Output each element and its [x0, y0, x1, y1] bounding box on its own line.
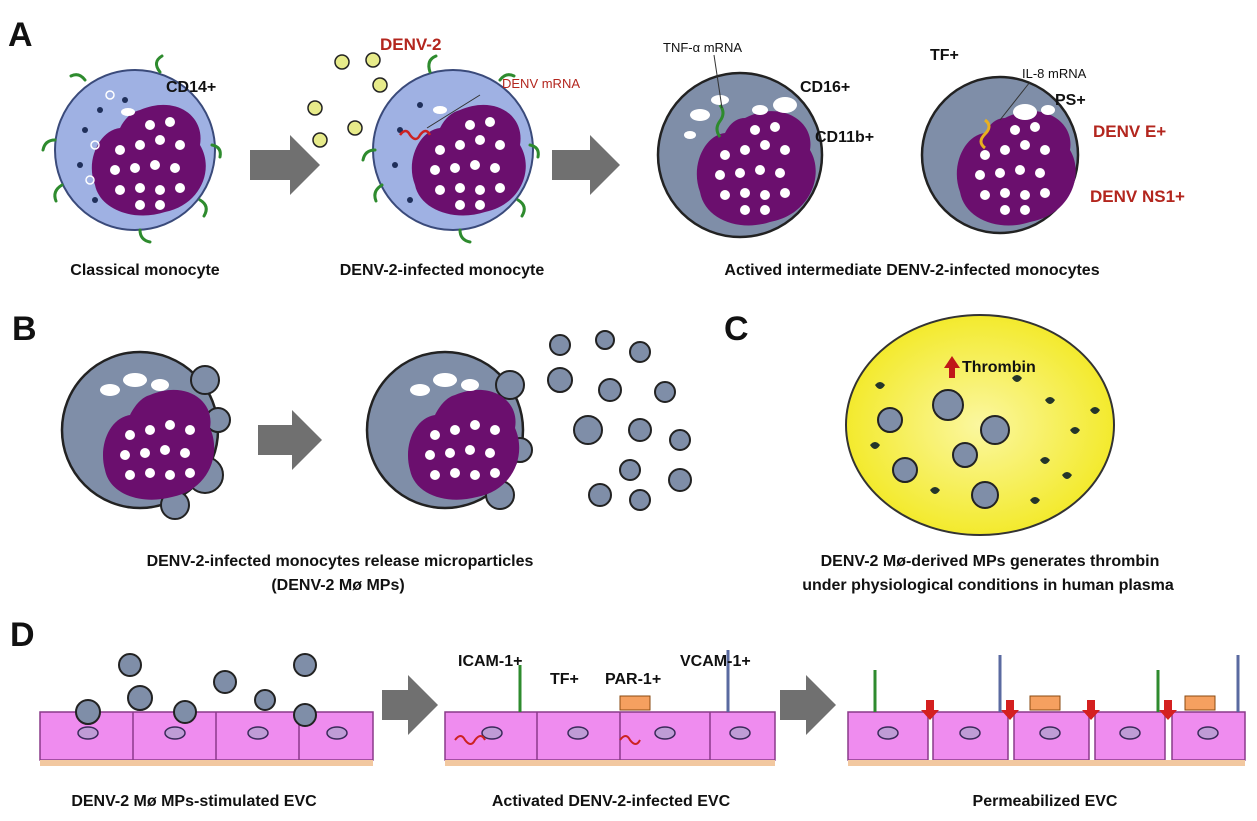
- endothelium-layer-2: [444, 650, 776, 766]
- budding-monocyte-1: [60, 350, 231, 520]
- budding-monocyte-2: [365, 350, 533, 510]
- thrombin-up-arrow: [944, 356, 960, 378]
- caption-infected-monocyte: DENV-2-infected monocyte: [340, 262, 545, 279]
- label-cd16: CD16+: [800, 79, 850, 96]
- arrow-d1: [382, 675, 438, 735]
- caption-evc-stimulated: DENV-2 Mø MPs-stimulated EVC: [71, 793, 317, 810]
- caption-b-line2: (DENV-2 Mø MPs): [271, 577, 404, 594]
- arrow-a2: [552, 135, 620, 195]
- panel-letter-d: D: [10, 616, 35, 654]
- caption-c-line2: under physiological conditions in human …: [802, 577, 1174, 594]
- caption-evc-activated: Activated DENV-2-infected EVC: [492, 793, 731, 810]
- label-denv2: DENV-2: [380, 35, 441, 54]
- panel-letter-b: B: [12, 310, 37, 348]
- classical-monocyte: [41, 54, 222, 244]
- label-denv-mrna: DENV mRNA: [502, 76, 580, 91]
- arrow-a1: [250, 135, 320, 195]
- label-par: PAR-1+: [605, 671, 661, 688]
- activated-monocyte-1: [656, 54, 824, 239]
- label-tf: TF+: [930, 47, 959, 64]
- microparticles-d: [75, 653, 317, 727]
- label-denv-ns1: DENV NS1+: [1090, 187, 1185, 206]
- caption-c-line1: DENV-2 Mø-derived MPs generates thrombin: [821, 553, 1160, 570]
- caption-b-line1: DENV-2-infected monocytes release microp…: [147, 553, 534, 570]
- activated-monocyte-2: [920, 75, 1080, 235]
- arrow-b: [258, 410, 322, 470]
- label-tf-d: TF+: [550, 671, 579, 688]
- label-cd11b: CD11b+: [815, 129, 874, 146]
- microparticles-c: [877, 389, 1010, 509]
- caption-evc-permeabilized: Permeabilized EVC: [973, 793, 1118, 810]
- label-il8-mrna: IL-8 mRNA: [1022, 66, 1087, 81]
- label-thrombin: Thrombin: [962, 359, 1036, 376]
- caption-classical-monocyte: Classical monocyte: [70, 262, 220, 279]
- released-microparticles-b: [547, 330, 692, 511]
- panel-letter-c: C: [724, 310, 749, 348]
- label-denv-e: DENV E+: [1093, 122, 1166, 141]
- infected-monocyte: [361, 54, 540, 244]
- caption-activated-monocytes: Actived intermediate DENV-2-infected mon…: [724, 262, 1099, 279]
- thrombin-molecules-c: [870, 375, 1100, 504]
- panel-letter-a: A: [8, 16, 33, 54]
- endothelium-layer-3: [847, 655, 1246, 766]
- label-ps: PS+: [1055, 92, 1086, 109]
- denv-mrna-strand: [399, 129, 432, 141]
- label-tnf-mrna: TNF-α mRNA: [663, 40, 742, 55]
- label-vcam: VCAM-1+: [680, 653, 751, 670]
- arrow-d2: [780, 675, 836, 735]
- label-cd14: CD14+: [166, 79, 216, 96]
- label-icam: ICAM-1+: [458, 653, 522, 670]
